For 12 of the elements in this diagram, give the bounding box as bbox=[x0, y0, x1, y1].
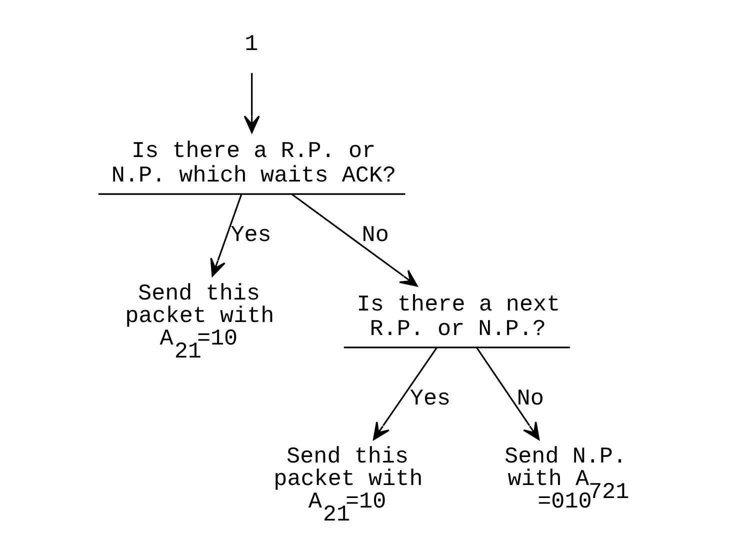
node-text: Is there a R.P. or N.P. which waits ACK? bbox=[111, 138, 396, 188]
node-text: 1 bbox=[244, 30, 258, 57]
arrow bbox=[291, 194, 418, 287]
arrow bbox=[476, 347, 540, 440]
edge-label: No bbox=[516, 385, 544, 412]
arrow bbox=[244, 73, 260, 134]
edge-label: Yes bbox=[230, 222, 272, 248]
arrow bbox=[372, 347, 438, 440]
node-text: Is there a next R.P. or N.P.? bbox=[356, 292, 560, 342]
arrow bbox=[210, 194, 242, 277]
edge-label: No bbox=[362, 222, 389, 248]
edge-label: Yes bbox=[410, 385, 451, 412]
